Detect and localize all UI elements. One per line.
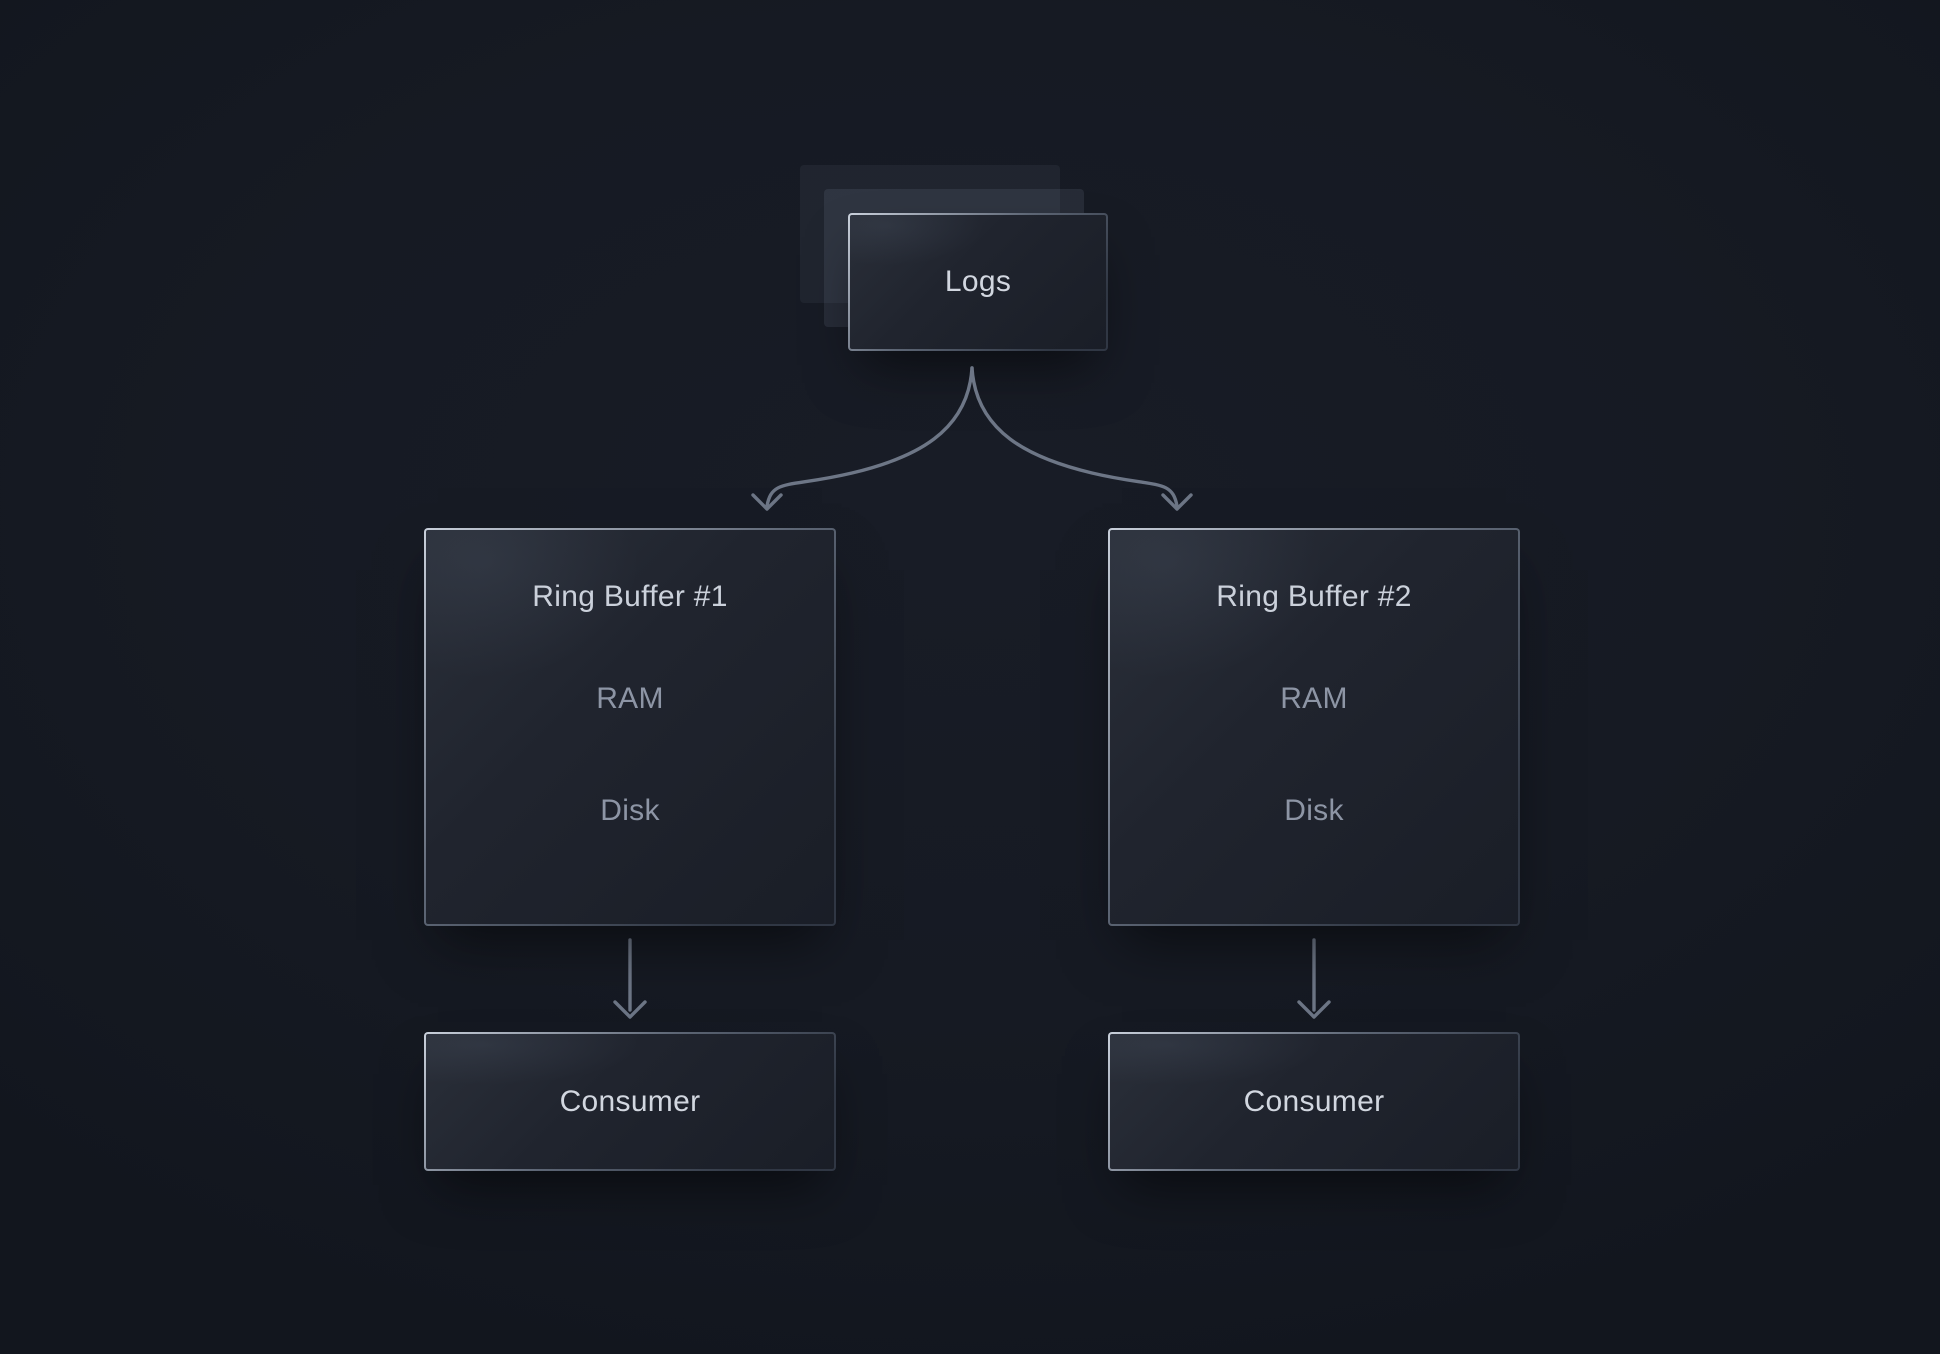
logs-node: Logs (848, 213, 1108, 351)
ring-buffer-2-disk-label: Disk (1284, 794, 1344, 827)
fork-arrow-left-path (765, 366, 974, 508)
ring-buffer-2-title: Ring Buffer #2 (1216, 580, 1412, 613)
ring-buffer-2-node: Ring Buffer #2 RAM Disk (1108, 528, 1520, 926)
buffer-consumer-arrow-2-head-icon (1297, 1000, 1331, 1019)
fork-arrow-right-path (970, 366, 1179, 508)
consumer-1-node: Consumer (424, 1032, 836, 1171)
ring-buffer-1-ram-label: RAM (596, 682, 664, 715)
ring-buffer-1-node: Ring Buffer #1 RAM Disk (424, 528, 836, 926)
ring-buffer-1-title: Ring Buffer #1 (532, 580, 728, 613)
ring-buffer-2-ram-label: RAM (1280, 682, 1348, 715)
logs-label: Logs (944, 265, 1012, 298)
consumer-2-node: Consumer (1108, 1032, 1520, 1171)
fork-arrow-left-head-icon (751, 493, 783, 511)
consumer-2-label: Consumer (1243, 1084, 1385, 1118)
buffer-consumer-arrow-1-head-icon (613, 1000, 647, 1019)
ring-buffer-1-disk-label: Disk (600, 794, 660, 827)
consumer-1-label: Consumer (559, 1084, 701, 1118)
fork-arrow-right-head-icon (1161, 493, 1193, 511)
